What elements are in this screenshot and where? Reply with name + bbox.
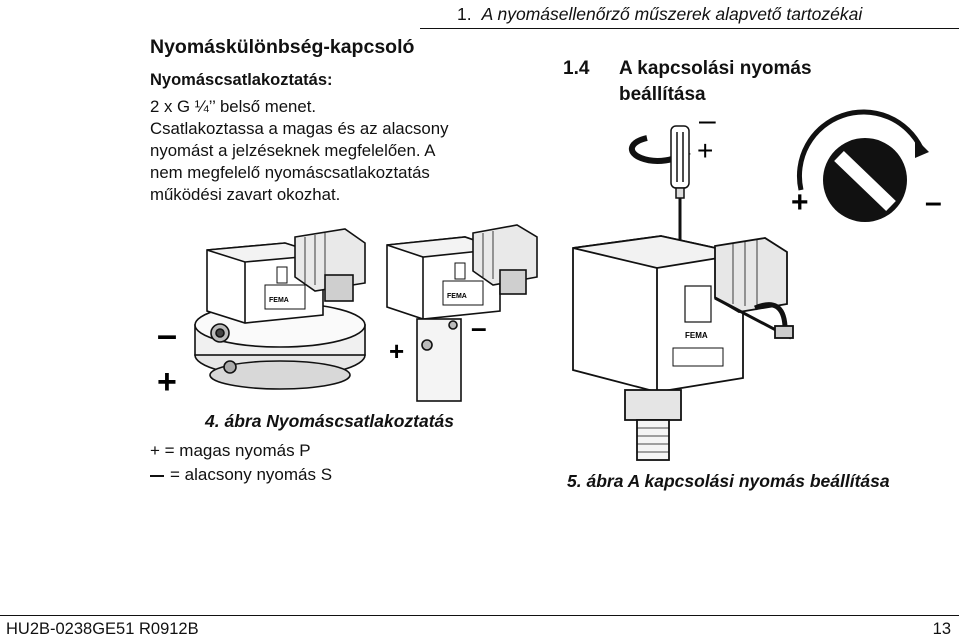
document-code: HU2B-0238GE51 R0912B [6,620,199,638]
pressure-switch [572,235,794,461]
legend-high-pressure: + = magas nyomás P [150,441,311,460]
page-number: 13 [932,620,951,638]
legend-low-pressure: = alacsony nyomás S [150,465,332,485]
legend-low-pressure-text: = alacsony nyomás S [170,465,333,484]
brand-logo: FEMA [685,331,708,340]
paragraph-line: Csatlakoztassa a magas és az alacsony [150,119,449,138]
figure5-illustration: – + + – FEMA [572,108,942,461]
dash-icon [150,474,164,477]
chapter-number: 1. [457,4,472,24]
differential-switch-left [194,228,366,390]
section-title-right: 1.4 A kapcsolási nyomás beállítása [563,56,812,108]
section-number: 1.4 [563,58,590,79]
brand-logo: FEMA [269,297,289,304]
plus-symbol-large: + [791,186,809,219]
brand-logo: FEMA [447,293,467,300]
adjustment-dial-icon [796,109,929,222]
chapter-header: 1. A nyomásellenőrző műszerek alapvető ta… [457,4,862,25]
high-pressure-symbol: + [157,363,177,401]
figure4-illustration: – + + – FEMA FEMA [157,224,538,402]
paragraph-line: 2 x G ¼’’ belső menet. [150,97,317,116]
header-rule [420,28,959,29]
section-heading-left: Nyomáskülönbség-kapcsoló [150,36,415,58]
minus-symbol-large: – [925,186,942,219]
minus-symbol-small: – [699,108,716,137]
connection-subheading: Nyomáscsatlakoztatás: [150,71,333,89]
paragraph-line: működési zavart okozhat. [150,185,341,204]
chapter-title: A nyomásellenőrző műszerek alapvető tart… [481,4,863,24]
plus-symbol-small: + [697,135,713,166]
low-pressure-symbol-right: – [471,312,487,343]
figure5-caption: 5. ábra A kapcsolási nyomás beállítása [567,471,890,491]
paragraph-line: nyomást a jelzéseknek megfelelően. A [150,141,436,160]
differential-switch-right [386,224,538,402]
high-pressure-symbol-right: + [389,336,404,366]
footer-rule [0,615,959,616]
connection-paragraph: 2 x G ¼’’ belső menet. Csatlakoztassa a … [150,96,550,206]
paragraph-line: nem megfelelő nyomáscsatlakoztatás [150,163,430,182]
low-pressure-symbol: – [157,314,177,355]
section-title-line2: beállítása [619,84,706,105]
section-title-line1: A kapcsolási nyomás [619,58,812,79]
figure4-caption: 4. ábra Nyomáscsatlakoztatás [205,411,455,431]
